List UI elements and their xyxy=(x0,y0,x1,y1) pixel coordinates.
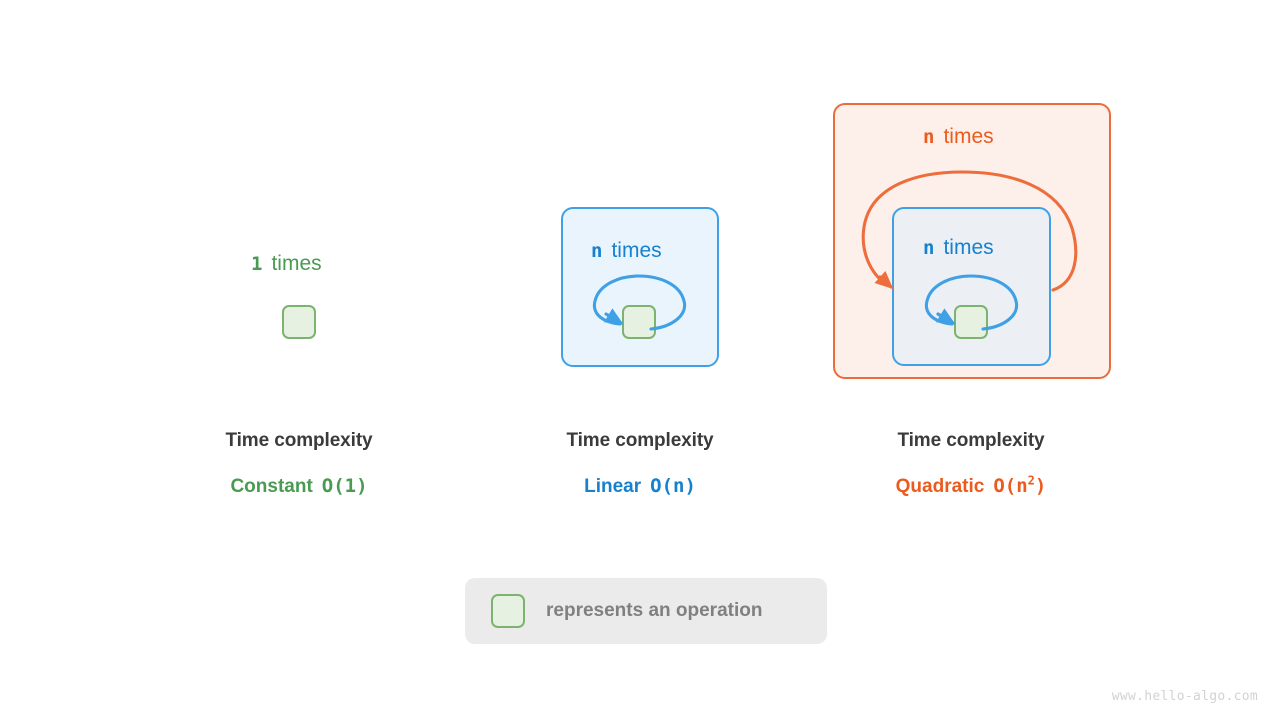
caption-quadratic-value: Quadratic O(n2) xyxy=(821,475,1121,498)
quadratic-inner-loop-word: times xyxy=(943,236,994,259)
linear-loop-count: n xyxy=(591,240,603,262)
caption-linear: Time complexity Linear O(n) xyxy=(490,430,790,498)
caption-quadratic-bigo: O(n2) xyxy=(993,475,1046,497)
caption-quadratic-bigo-exponent: 2 xyxy=(1027,473,1035,488)
operation-box-linear xyxy=(622,305,656,339)
quadratic-inner-loop-panel xyxy=(892,207,1051,366)
constant-loop-count: 1 xyxy=(251,253,263,275)
constant-loop-word: times xyxy=(271,252,322,275)
caption-constant-bigo: O(1) xyxy=(321,475,368,497)
caption-constant-name: Constant xyxy=(230,476,313,497)
caption-constant-title: Time complexity xyxy=(225,430,373,451)
linear-loop-word: times xyxy=(611,239,662,262)
quadratic-inner-loop-label: n times xyxy=(923,236,994,259)
operation-box-quadratic xyxy=(954,305,988,339)
caption-linear-name: Linear xyxy=(584,476,642,497)
caption-quadratic-bigo-tail: ) xyxy=(1034,475,1047,497)
caption-constant: Time complexity Constant O(1) xyxy=(149,430,449,498)
operation-square-icon xyxy=(491,594,525,628)
caption-quadratic-name: Quadratic xyxy=(895,476,985,497)
linear-loop-label: n times xyxy=(591,239,662,262)
caption-quadratic-title: Time complexity xyxy=(897,430,1045,451)
quadratic-outer-loop-label: n times xyxy=(923,125,994,148)
legend-label: represents an operation xyxy=(546,600,763,621)
watermark: www.hello-algo.com xyxy=(1111,689,1258,704)
quadratic-outer-loop-word: times xyxy=(943,125,994,148)
linear-loop-panel xyxy=(561,207,719,367)
legend: represents an operation xyxy=(465,578,827,644)
caption-linear-title: Time complexity xyxy=(566,430,714,451)
caption-quadratic-bigo-base: O(n xyxy=(993,475,1028,497)
operation-box-constant xyxy=(282,305,316,339)
caption-linear-value: Linear O(n) xyxy=(490,475,790,498)
constant-loop-label: 1 times xyxy=(251,252,322,275)
caption-constant-value: Constant O(1) xyxy=(149,475,449,498)
caption-quadratic: Time complexity Quadratic O(n2) xyxy=(821,430,1121,498)
quadratic-outer-loop-count: n xyxy=(923,126,935,148)
quadratic-inner-loop-count: n xyxy=(923,237,935,259)
caption-linear-bigo: O(n) xyxy=(650,475,696,497)
